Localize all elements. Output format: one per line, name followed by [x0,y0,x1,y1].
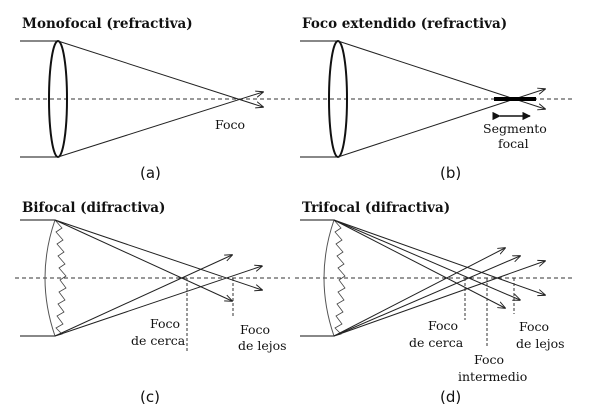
near-focus-label-line1: Foco [150,316,180,331]
ray-bottom [57,92,263,158]
ray-bottom-near [54,255,232,337]
panel-extended-focus: Foco extendido (refractiva) Segmento foc… [295,16,575,182]
mid-focus-label-line2: intermedio [458,369,527,384]
far-focus-label-line1: Foco [519,319,549,334]
far-focus-label-line2: de lejos [516,336,565,351]
mid-focus-label-line1: Foco [474,352,504,367]
panel-c-caption: (c) [140,388,160,406]
ray-bottom-far [54,266,262,337]
diffractive-lens-front [323,219,335,337]
ray-top-near [54,219,232,301]
near-focus-label-line2: de cerca [409,335,464,350]
ray-bottom-far [333,261,545,337]
ray-top-far [54,219,262,290]
panel-d-title: Trifocal (difractiva) [302,200,450,216]
far-focus-label-line1: Foco [240,322,270,337]
ray-top-far [333,219,545,295]
ray-bottom-near [333,248,505,337]
ray-top [57,40,263,107]
panel-trifocal: Trifocal (difractiva) Foco de cerca Foco… [295,200,575,406]
panel-monofocal: Monofocal (refractiva) Foco (a) [15,16,290,182]
near-focus-label-line1: Foco [428,318,458,333]
focus-label: Foco [215,117,245,132]
ray-top-mid [333,219,520,300]
panel-b-title: Foco extendido (refractiva) [302,16,507,32]
panel-c-title: Bifocal (difractiva) [22,200,165,216]
near-focus-label-line2: de cerca [131,333,186,348]
segment-label-line1: Segmento [483,121,547,136]
diffractive-lens-front [44,219,56,337]
segment-label-line2: focal [498,136,529,151]
ray-bottom-mid [333,256,520,337]
panel-d-caption: (d) [440,388,461,406]
panel-a-title: Monofocal (refractiva) [22,16,193,32]
panel-bifocal: Bifocal (difractiva) Foco de cerca Foco … [15,200,290,406]
panel-b-caption: (b) [440,164,461,182]
panel-a-caption: (a) [140,164,161,182]
ray-top-near [333,219,505,308]
far-focus-label-line2: de lejos [238,338,287,353]
diffractive-profile [54,219,67,337]
diffractive-profile [333,219,346,337]
